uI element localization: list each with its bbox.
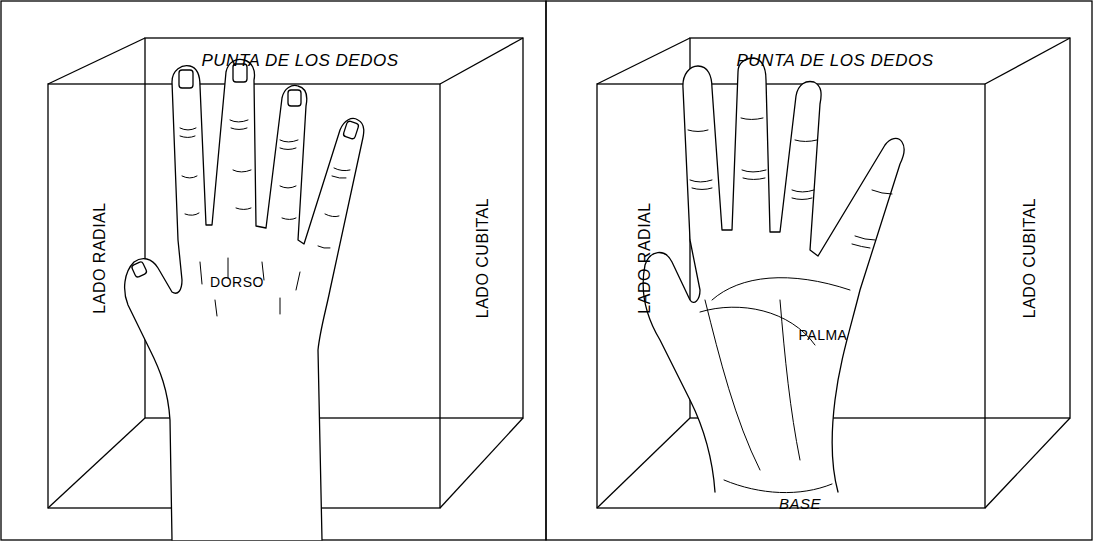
hand-palm (643, 58, 904, 493)
crease (688, 130, 712, 190)
side-label: LADO CUBITAL (475, 198, 491, 318)
cube-edge (440, 418, 523, 508)
face-label: PUNTA DE LOS DEDOS (737, 52, 934, 69)
wire-cube (597, 38, 1070, 508)
panel-frame (1, 1, 546, 540)
fingernail (288, 90, 301, 106)
palm-crease (780, 300, 800, 460)
side-label: LADO RADIAL (637, 202, 653, 313)
crease (792, 140, 817, 200)
side-label: LADO RADIAL (92, 202, 108, 313)
cube-edge (985, 418, 1070, 508)
crease (230, 120, 251, 210)
palm-crease (700, 307, 815, 345)
cube-edge (985, 38, 1070, 84)
fingernail (343, 121, 359, 140)
cube-edge (597, 38, 690, 84)
crease (741, 118, 766, 180)
region-label: PALMA (799, 328, 848, 342)
region-label: BASE (779, 496, 821, 511)
wrist-crease (724, 480, 832, 493)
face-label: PUNTA DE LOS DEDOS (202, 52, 399, 69)
hand-outline (643, 58, 904, 492)
crease (180, 128, 199, 215)
palm-crease (712, 278, 850, 300)
cube-edge (440, 38, 523, 84)
fingernail (131, 261, 147, 278)
panel-frame (546, 1, 1092, 540)
side-label: LADO CUBITAL (1022, 198, 1038, 318)
cube-edge (48, 418, 145, 508)
crease (280, 140, 298, 220)
cube-edge (48, 38, 145, 84)
palm-creases (688, 118, 892, 493)
fingernail (179, 70, 193, 88)
fingernails (131, 64, 359, 278)
hand-outline (125, 60, 364, 541)
tendon-line (200, 258, 300, 316)
hand-dorsum (125, 60, 364, 541)
knuckle-creases (180, 120, 350, 316)
cube-edge (597, 418, 690, 508)
region-label: DORSO (210, 275, 264, 289)
crease (318, 168, 350, 248)
palm-crease (705, 300, 760, 470)
crease (852, 190, 892, 248)
